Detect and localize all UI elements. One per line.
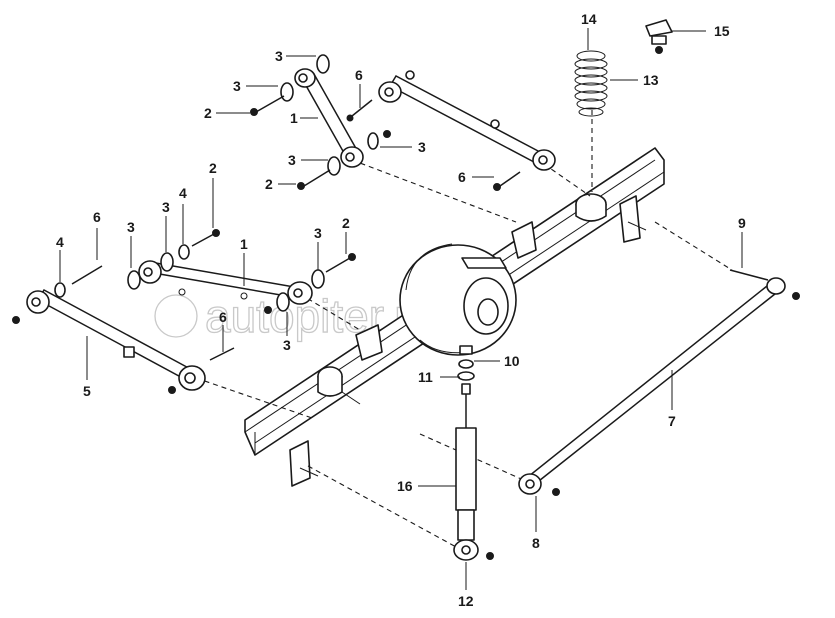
- callout-4-a: 4: [56, 234, 64, 250]
- callout-2-d: 2: [342, 215, 350, 231]
- callout-6-b: 6: [458, 169, 466, 185]
- callout-2-b: 2: [265, 176, 273, 192]
- lower-control-arm-left: [12, 288, 206, 394]
- middle-control-arm: [138, 260, 313, 305]
- lateral-rod: [518, 269, 800, 496]
- upper-fasteners: [250, 54, 521, 191]
- callout-3-g: 3: [314, 225, 322, 241]
- callout-labels: 3 3 2 1 6 3 2 3 6 14 13 15 6 4 3 3 4 2 1…: [56, 11, 746, 609]
- callout-11: 11: [418, 369, 433, 385]
- middle-fasteners: [54, 229, 356, 361]
- coil-spring: [574, 50, 608, 117]
- callout-3-e: 3: [127, 219, 135, 235]
- callout-1-top: 1: [290, 110, 298, 126]
- callout-15: 15: [714, 23, 730, 39]
- callout-13: 13: [643, 72, 659, 88]
- upper-control-arm-left: [294, 68, 364, 168]
- callout-5: 5: [83, 383, 91, 399]
- callout-3-c: 3: [288, 152, 296, 168]
- axle-housing: [244, 147, 665, 487]
- shock-absorber: [453, 345, 494, 561]
- callout-3-b: 3: [233, 78, 241, 94]
- callout-1-mid: 1: [240, 236, 248, 252]
- upper-control-arm-right: [378, 70, 556, 171]
- callout-4-b: 4: [179, 185, 187, 201]
- callout-16: 16: [397, 478, 413, 494]
- callout-6-c: 6: [93, 209, 101, 225]
- bump-stop: [645, 19, 673, 54]
- callout-10: 10: [504, 353, 520, 369]
- callout-7: 7: [668, 413, 676, 429]
- callout-3-h: 3: [283, 337, 291, 353]
- callout-2-a: 2: [204, 105, 212, 121]
- callout-3-d: 3: [418, 139, 426, 155]
- callout-3-a: 3: [275, 48, 283, 64]
- callout-6-a: 6: [355, 67, 363, 83]
- callout-8: 8: [532, 535, 540, 551]
- callout-14: 14: [581, 11, 597, 27]
- leader-lines: [59, 28, 743, 590]
- callout-2-c: 2: [209, 160, 217, 176]
- callout-9: 9: [738, 215, 746, 231]
- callout-12: 12: [458, 593, 474, 609]
- callout-3-f: 3: [162, 199, 170, 215]
- callout-6-d: 6: [219, 309, 227, 325]
